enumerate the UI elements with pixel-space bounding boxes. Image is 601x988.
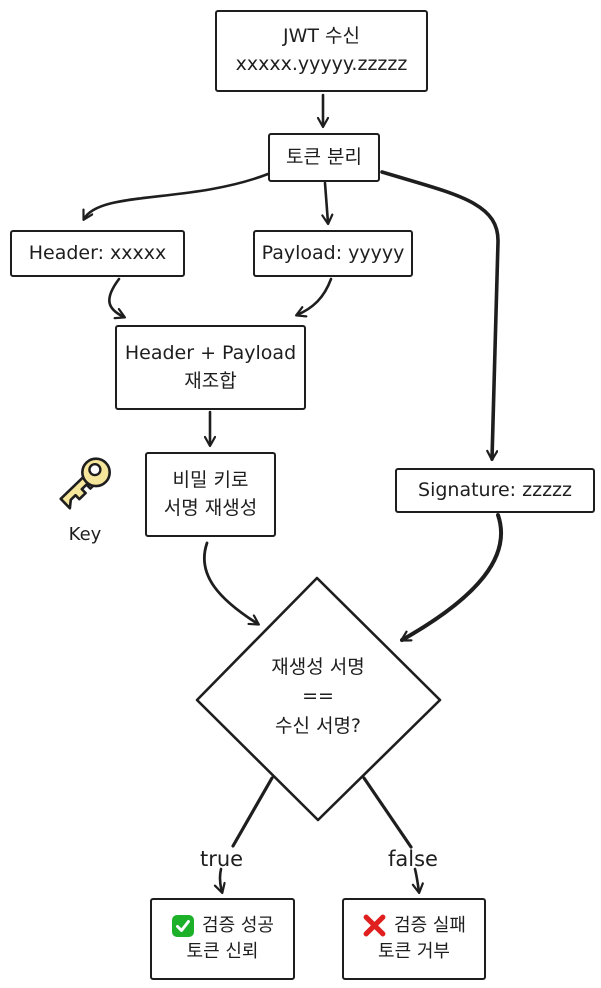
arrow-false-to-fail	[415, 867, 419, 892]
cross-mark-icon	[363, 915, 386, 937]
decision-line1: 재생성 서명	[271, 656, 365, 678]
node-payload[interactable]: Payload: yyyyy	[253, 230, 413, 277]
arrow-split-to-payload	[325, 181, 328, 223]
success-line2: 토큰 신뢰	[186, 941, 259, 962]
node-recombine-line2: 재조합	[184, 369, 237, 392]
node-jwt-received[interactable]: JWT 수신 xxxxx.yyyyy.zzzzz	[215, 10, 428, 92]
node-regenerate-signature[interactable]: 비밀 키로 서명 재생성	[145, 452, 276, 537]
node-payload-label: Payload: yyyyy	[261, 241, 405, 264]
node-token-split-label: 토큰 분리	[286, 145, 362, 168]
node-jwt-line2: xxxxx.yyyyy.zzzzz	[235, 53, 408, 75]
false-branch-label: false	[388, 847, 438, 871]
line-decision-to-true	[231, 776, 274, 848]
arrow-true-to-success	[220, 867, 222, 892]
key-caption: Key	[68, 524, 102, 545]
node-token-split[interactable]: 토큰 분리	[268, 133, 380, 182]
line-decision-to-false	[362, 776, 413, 849]
arrow-signature-to-decision	[400, 513, 504, 642]
decision-diamond[interactable]	[195, 576, 442, 822]
arrow-regen-to-decision	[202, 541, 258, 624]
arrow-header-to-recombine	[108, 277, 124, 317]
node-regen-line2: 서명 재생성	[163, 496, 258, 519]
node-recombine-line1: Header + Payload	[124, 341, 297, 364]
arrow-split-to-signature	[380, 170, 500, 459]
key-icon	[59, 457, 111, 510]
arrow-payload-to-recombine	[297, 277, 333, 315]
node-verify-fail[interactable]: 검증 실패 토큰 거부	[342, 898, 486, 980]
check-mark-icon	[172, 914, 195, 937]
node-verify-success[interactable]: 검증 성공 토큰 신뢰	[150, 898, 295, 980]
fail-line1: 검증 실패	[394, 914, 466, 936]
true-branch-label: true	[200, 847, 244, 871]
fail-line2: 토큰 거부	[378, 941, 450, 962]
key-icon-group: Key	[42, 448, 128, 545]
arrow-split-to-header	[84, 172, 270, 219]
node-jwt-line1: JWT 수신	[283, 25, 360, 48]
node-header[interactable]: Header: xxxxx	[10, 230, 185, 277]
node-regen-line1: 비밀 키로	[172, 468, 249, 491]
node-signature-label: Signature: zzzzz	[418, 478, 572, 501]
decision-line2: ==	[302, 685, 334, 708]
decision-text: 재생성 서명 == 수신 서명?	[228, 653, 408, 741]
node-recombine[interactable]: Header + Payload 재조합	[115, 325, 306, 410]
decision-line3: 수신 서명?	[274, 714, 362, 737]
node-signature[interactable]: Signature: zzzzz	[395, 468, 595, 513]
node-header-label: Header: xxxxx	[28, 241, 167, 264]
success-line1: 검증 성공	[202, 914, 274, 936]
